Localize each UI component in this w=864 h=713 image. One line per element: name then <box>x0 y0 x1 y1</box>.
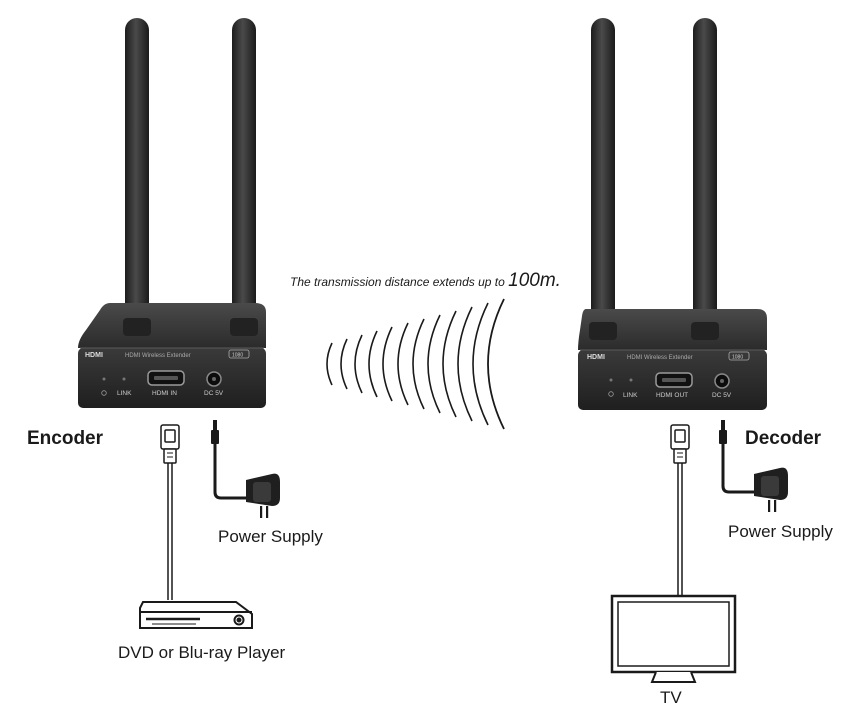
encoder-power-label: DC 5V <box>204 390 224 397</box>
decoder-antenna-left <box>591 18 615 348</box>
transmission-distance-note: The transmission distance extends up to … <box>290 270 561 292</box>
encoder-antenna-right <box>232 18 256 348</box>
decoder-badge: 1080 <box>732 355 743 361</box>
decoder-brand-logo: HDMI <box>587 354 605 361</box>
dvd-player-icon <box>139 601 253 629</box>
decoder-label: Decoder <box>745 428 822 449</box>
transmission-note-prefix: The transmission distance extends up to <box>290 275 505 289</box>
decoder-link-led <box>629 378 633 382</box>
source-device-label: DVD or Blu-ray Player <box>118 643 286 662</box>
decoder-antenna-base-left <box>589 322 617 340</box>
encoder-antenna-left <box>125 18 149 348</box>
encoder-port-label: HDMI IN <box>152 390 177 397</box>
decoder-model-text: HDMI Wireless Extender <box>627 355 693 361</box>
encoder-badge: 1080 <box>232 353 243 359</box>
decoder-antenna-base-right <box>691 322 719 340</box>
encoder-brand-logo: HDMI <box>85 352 103 359</box>
decoder-power-label: DC 5V <box>712 392 732 399</box>
encoder-power-led <box>102 377 106 381</box>
decoder-unit: HDMI HDMI Wireless Extender 1080 LINK HD… <box>578 18 767 410</box>
transmission-distance-value: 100m. <box>508 270 561 291</box>
encoder-label: Encoder <box>27 428 104 449</box>
decoder-power-led <box>609 378 613 382</box>
encoder-antenna-base-left <box>123 318 151 336</box>
encoder-antenna-base-right <box>230 318 258 336</box>
encoder-unit: HDMI HDMI Wireless Extender 1080 LINK HD… <box>78 18 266 408</box>
encoder-hdmi-cable <box>160 424 180 600</box>
tv-icon <box>610 594 737 683</box>
decoder-power-cable <box>719 420 788 512</box>
encoder-link-led <box>122 377 126 381</box>
decoder-hdmi-cable <box>670 424 690 596</box>
wireless-signal-icon <box>326 298 505 430</box>
power-supply-right-label: Power Supply <box>728 522 833 541</box>
decoder-led-label: LINK <box>623 392 638 399</box>
encoder-led-label: LINK <box>117 390 132 397</box>
decoder-port-label: HDMI OUT <box>656 392 688 399</box>
encoder-model-text: HDMI Wireless Extender <box>125 353 191 359</box>
display-device-label: TV <box>660 688 682 707</box>
power-supply-left-label: Power Supply <box>218 527 323 546</box>
decoder-antenna-right <box>693 18 717 348</box>
encoder-power-cable <box>211 420 280 518</box>
